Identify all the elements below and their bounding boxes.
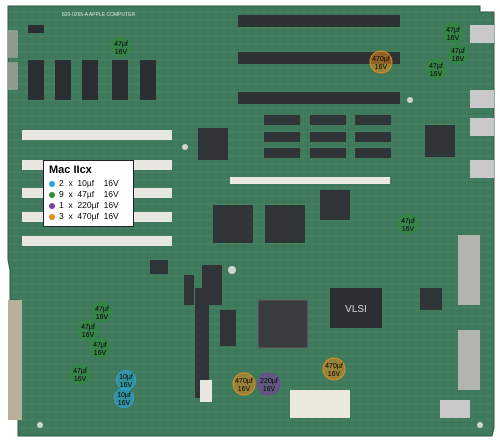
- mounting-holes: [37, 97, 483, 428]
- capacitor-circle: [443, 23, 463, 43]
- capacitor-circle: [78, 320, 98, 340]
- capacitor-circle: [232, 372, 256, 396]
- cpu-chip: [257, 299, 309, 349]
- capacitor-circle: [70, 364, 90, 384]
- legend-item: 1 x 220µf 16V: [49, 200, 128, 211]
- capacitor-voltage-label: 16V: [402, 226, 415, 233]
- legend-item-label: 1 x 220µf 16V: [59, 200, 119, 210]
- capacitor-voltage-label: 16V: [115, 49, 128, 56]
- capacitor-value-label: 47µf: [73, 368, 87, 375]
- capacitor-markers: 47µf16V47µf16V47µf16V47µf16V47µf16V47µf1…: [70, 23, 468, 408]
- capacitor-circle: [398, 214, 418, 234]
- capacitor-voltage-label: 16V: [120, 382, 133, 389]
- vlsi-chip: [330, 288, 382, 328]
- capacitor-circle: [448, 44, 468, 64]
- capacitor-voltage-label: 16V: [118, 400, 131, 407]
- left-connector: [8, 62, 18, 90]
- capacitor-value-label: 470µf: [325, 363, 343, 370]
- dot-icon: [49, 213, 55, 220]
- capacitor-value-label: 47µf: [401, 218, 415, 225]
- legend-item: 9 x 47µf 16V: [49, 189, 128, 200]
- capacitor-voltage-label: 16V: [328, 371, 341, 378]
- silkscreen-text: 820-0265-A APPLE COMPUTER: [62, 12, 135, 18]
- power-connector: [290, 390, 350, 418]
- capacitor-legend: Mac IIcx 2 x 10µf 16V 9 x 47µf 16V 1 x 2…: [43, 160, 134, 227]
- legend-item-label: 3 x 470µf 16V: [59, 211, 119, 221]
- capacitor-value-label: 10µf: [117, 392, 131, 399]
- capacitor-voltage-label: 16V: [238, 386, 251, 393]
- capacitor-voltage-label: 16V: [74, 376, 87, 383]
- legend-item: 2 x 10µf 16V: [49, 178, 128, 189]
- legend-item-label: 9 x 47µf 16V: [59, 189, 119, 199]
- capacitor-circle: [369, 50, 393, 74]
- rear-io-ports: [440, 25, 494, 418]
- capacitor-value-label: 47µf: [451, 48, 465, 55]
- rom-chips: [28, 25, 156, 100]
- capacitor-voltage-label: 16V: [263, 386, 276, 393]
- capacitor-circle: [114, 388, 134, 408]
- capacitor-value-label: 47µf: [81, 324, 95, 331]
- capacitor-circle: [426, 59, 446, 79]
- legend-title: Mac IIcx: [49, 164, 92, 176]
- dot-icon: [49, 180, 55, 187]
- left-connector: [8, 30, 18, 58]
- capacitor-value-label: 47µf: [95, 306, 109, 313]
- capacitor-value-label: 470µf: [372, 56, 390, 63]
- small-connector: [200, 380, 212, 402]
- legend-item-label: 2 x 10µf 16V: [59, 178, 119, 188]
- dot-icon: [49, 191, 55, 198]
- capacitor-value-label: 47µf: [429, 63, 443, 70]
- capacitor-voltage-label: 16V: [96, 314, 109, 321]
- capacitor-circle: [322, 357, 346, 381]
- capacitor-value-label: 47µf: [114, 41, 128, 48]
- capacitor-circle: [92, 302, 112, 322]
- capacitor-voltage-label: 16V: [452, 56, 465, 63]
- capacitor-value-label: 470µf: [235, 378, 253, 385]
- nubus-slots: [238, 15, 400, 104]
- capacitor-voltage-label: 16V: [447, 35, 460, 42]
- white-connector: [230, 177, 390, 184]
- capacitor-circle: [90, 338, 110, 358]
- left-edge-connector: [8, 300, 22, 420]
- capacitor-value-label: 10µf: [119, 374, 133, 381]
- legend-item: 3 x 470µf 16V: [49, 211, 128, 222]
- capacitor-voltage-label: 16V: [375, 64, 388, 71]
- capacitor-circle: [257, 372, 281, 396]
- capacitor-voltage-label: 16V: [94, 350, 107, 357]
- capacitor-value-label: 47µf: [446, 27, 460, 34]
- vlsi-marking: VLSI: [345, 304, 367, 315]
- dot-icon: [49, 202, 55, 209]
- board-chips: [150, 115, 455, 398]
- capacitor-voltage-label: 16V: [82, 332, 95, 339]
- capacitor-value-label: 220µf: [260, 378, 278, 385]
- capacitor-voltage-label: 16V: [430, 71, 443, 78]
- capacitor-circle: [111, 37, 131, 57]
- capacitor-value-label: 47µf: [93, 342, 107, 349]
